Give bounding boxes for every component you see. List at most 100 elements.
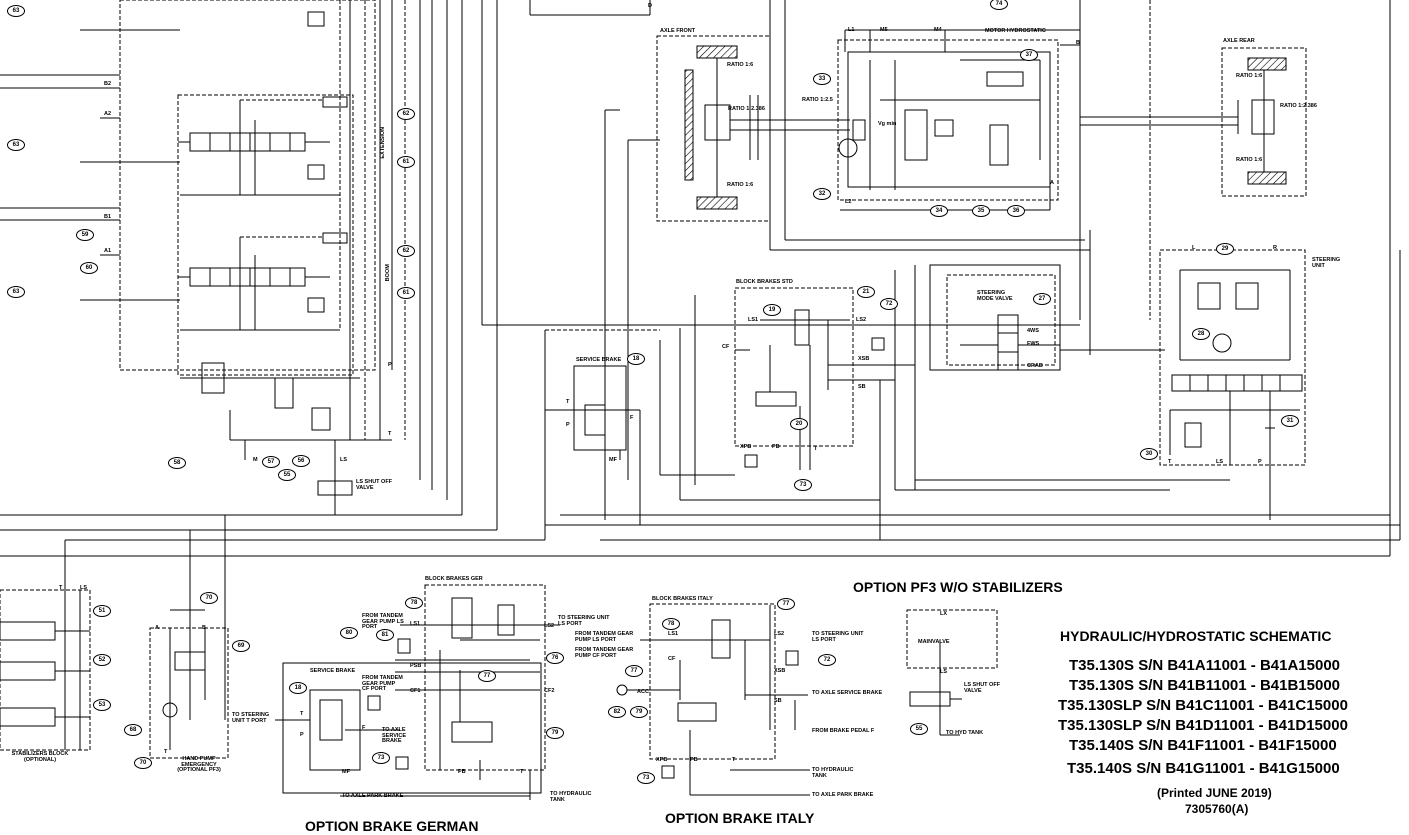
port-p-ger-service: P xyxy=(300,732,304,738)
option-brake-german-title: OPTION BRAKE GERMAN xyxy=(305,818,479,834)
label-ls-shut-off-valve-pf3: LS SHUT OFF VALVE xyxy=(964,682,1001,694)
callout-56: 56 xyxy=(292,455,310,467)
port-ls2-it: LS2 xyxy=(774,631,785,637)
callout-61a: 61 xyxy=(397,156,415,168)
callout-82: 82 xyxy=(608,706,626,718)
port-l2: L2 xyxy=(845,199,852,205)
label-it-to-steering-ls: TO STEERING UNIT LS PORT xyxy=(812,631,864,643)
callout-62a: 62 xyxy=(397,108,415,120)
port-b-hand: B xyxy=(202,625,206,631)
port-cf-it: CF xyxy=(668,656,676,662)
port-b-motor: B xyxy=(1076,40,1080,46)
callout-61b: 61 xyxy=(397,287,415,299)
port-a-hand: A xyxy=(155,625,159,631)
callout-76: 76 xyxy=(546,652,564,664)
port-p-steer: P xyxy=(1258,459,1262,465)
port-a-motor: A xyxy=(1050,180,1054,186)
callout-72a: 72 xyxy=(880,298,898,310)
port-sb-it: SB xyxy=(774,698,782,704)
callout-32: 32 xyxy=(813,188,831,200)
label-it-to-axle-park: TO AXLE PARK BRAKE xyxy=(812,792,874,798)
callout-72b: 72 xyxy=(818,654,836,666)
port-xpb-it: XPB xyxy=(656,757,668,763)
callout-20: 20 xyxy=(790,418,808,430)
label-ratio-7: RATIO 1:6 xyxy=(1236,157,1263,163)
callout-63c: 63 xyxy=(7,286,25,298)
port-l-steer: L xyxy=(1192,245,1196,251)
port-sb-std: SB xyxy=(858,384,866,390)
callout-18a: 18 xyxy=(627,353,645,365)
callout-78a: 78 xyxy=(405,597,423,609)
doc-number: 7305760(A) xyxy=(1185,802,1249,816)
port-p-main: P xyxy=(388,362,392,368)
label-it-from-tandem-ls: FROM TANDEM GEAR PUMP LS PORT xyxy=(575,631,634,643)
callout-33: 33 xyxy=(813,73,831,85)
label-ratio-3: RATIO 1:6 xyxy=(727,182,754,188)
label-it-to-axle-service: TO AXLE SERVICE BRAKE xyxy=(812,690,883,696)
option-brake-italy-title: OPTION BRAKE ITALY xyxy=(665,810,815,826)
port-t-stab: T xyxy=(59,585,63,591)
callout-70b: 70 xyxy=(134,757,152,769)
callout-77c: 77 xyxy=(625,665,643,677)
callout-35: 35 xyxy=(972,205,990,217)
callout-55b: 55 xyxy=(910,723,928,735)
label-hand-pump: HAND PUMP EMERGENCY (OPTIONAL PF3) xyxy=(177,756,221,773)
label-block-brakes-std: BLOCK BRAKES STD xyxy=(736,279,793,285)
label-ratio-4: RATIO 1:2.5 xyxy=(802,97,833,103)
callout-52: 52 xyxy=(93,654,111,666)
port-ls2-std: LS2 xyxy=(856,317,867,323)
callout-18b: 18 xyxy=(289,682,307,694)
callout-53: 53 xyxy=(93,699,111,711)
callout-62b: 62 xyxy=(397,245,415,257)
model-line-1: T35.130S S/N B41A11001 - B41A15000 xyxy=(1069,657,1341,674)
port-a1: A1 xyxy=(104,248,112,254)
callout-29: 29 xyxy=(1216,243,1234,255)
callout-63a: 63 xyxy=(7,5,25,17)
port-psb-ger: PSB xyxy=(410,663,422,669)
port-t-hand: T xyxy=(164,749,168,755)
callout-27: 27 xyxy=(1033,293,1051,305)
label-ger-to-steering-t: TO STEERING UNIT T PORT xyxy=(232,712,270,724)
callout-28: 28 xyxy=(1192,328,1210,340)
port-pb-std: PB xyxy=(772,444,780,450)
callout-70a: 70 xyxy=(200,592,218,604)
label-fws: FWS xyxy=(1027,341,1040,347)
port-mf-service: MF xyxy=(609,457,617,463)
callout-79b: 79 xyxy=(630,706,648,718)
port-p-service: P xyxy=(566,422,570,428)
model-line-4: T35.130SLP S/N B41D11001 - B41D15000 xyxy=(1058,717,1348,734)
port-m4: M4 xyxy=(934,27,942,33)
callout-55: 55 xyxy=(278,469,296,481)
label-block-brakes-italy: BLOCK BRAKES ITALY xyxy=(652,596,713,602)
callout-74: 74 xyxy=(990,0,1008,10)
label-ger-to-hydraulic-tank: TO HYDRAULIC TANK xyxy=(550,791,592,803)
label-4ws: 4WS xyxy=(1027,328,1039,334)
label-ger-to-steering-ls: TO STEERING UNIT LS PORT xyxy=(558,615,610,627)
callout-19: 19 xyxy=(763,304,781,316)
label-it-from-tandem-cf: FROM TANDEM GEAR PUMP CF PORT xyxy=(575,647,634,659)
label-to-hyd-tank: TO HYD TANK xyxy=(946,730,984,736)
port-xpb-std: XPB xyxy=(740,444,752,450)
port-ls1-ger: LS1 xyxy=(410,621,421,627)
callout-59: 59 xyxy=(76,229,94,241)
callout-51: 51 xyxy=(93,605,111,617)
label-it-to-hydraulic-tank: TO HYDRAULIC TANK xyxy=(812,767,854,779)
label-service-brake-std: SERVICE BRAKE xyxy=(576,357,622,363)
callout-77a: 77 xyxy=(478,670,496,682)
label-motor-hydrostatic: MOTOR HYDROSTATIC xyxy=(985,28,1046,34)
port-m5: M5 xyxy=(880,27,888,33)
port-m-main: M xyxy=(253,457,258,463)
port-f-service: F xyxy=(630,415,634,421)
port-a2: A2 xyxy=(104,111,112,117)
printed-date: (Printed JUNE 2019) xyxy=(1157,786,1272,800)
label-service-brake-ger: SERVICE BRAKE xyxy=(310,668,356,674)
port-pb-it: PB xyxy=(690,757,698,763)
callout-36: 36 xyxy=(1007,205,1025,217)
label-ratio-1: RATIO 1:6 xyxy=(727,62,754,68)
label-ls-shut-off-valve: LS SHUT OFF VALVE xyxy=(356,479,393,491)
label-boom: BOOM xyxy=(384,264,391,282)
port-cf2-ger: CF2 xyxy=(544,688,555,694)
label-steering-mode-valve: STEERING MODE VALVE xyxy=(977,290,1013,302)
port-t-service: T xyxy=(566,399,570,405)
